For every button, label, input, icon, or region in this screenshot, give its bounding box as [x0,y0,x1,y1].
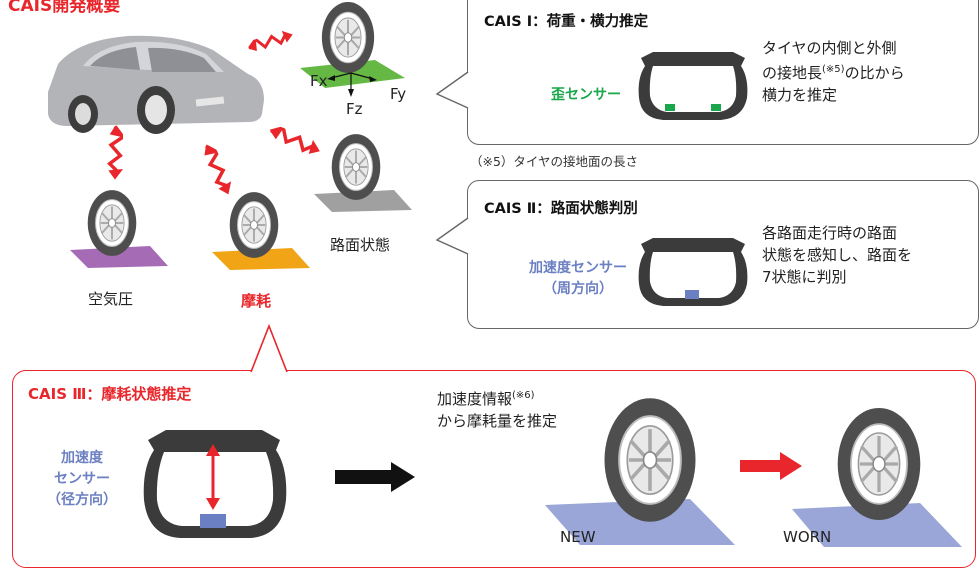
cais2-sensor-label: 加速度センサー （周方向） [518,258,638,300]
cais2-desc-line2: 状態を感知し、路面を [762,246,913,264]
cais3-info-text1: 加速度情報 [437,390,513,408]
cais1-desc-line2b: の比から [844,64,905,82]
cais2-tire-section [638,238,748,306]
cais2-desc-line1: 各路面走行時の路面 [762,224,898,242]
cais3-sensor-line1: 加速度 [61,450,103,466]
worn-label: WORN [783,528,832,546]
zigzag-arrow-air [107,125,123,181]
cais3-sensor-line3: （径方向） [47,492,117,508]
cais3-title: CAIS Ⅲ：摩耗状態推定 [28,385,192,403]
cais3-sensor-label: 加速度 センサー （径方向） [42,448,122,511]
wear-tire [212,191,310,270]
air-pressure-label: 空気圧 [88,290,134,308]
wear-label: 摩耗 [241,292,272,310]
cais2-pointer [435,217,470,255]
cais2-sensor-line1: 加速度センサー [529,260,627,276]
cais3-info-line1: 加速度情報(※6) [437,385,557,410]
cais1-description: タイヤの内側と外側 の接地長(※5)の比から 横力を推定 [762,37,905,106]
cais1-desc-line2a: の接地長 [762,64,823,82]
new-label: NEW [560,528,596,546]
air-pressure-tire [70,189,168,268]
cais3-tire-section [143,430,287,538]
cais1-title: CAIS Ⅰ：荷重・横力推定 [484,14,649,30]
cais2-sensor-line2: （周方向） [543,281,613,297]
cais2-desc-line3: 7状態に判別 [762,268,847,286]
page-title: CAIS開発概要 [8,0,121,16]
strain-sensor-label: 歪センサー [551,87,621,103]
new-tire [545,396,735,545]
wear-progress-arrow [740,452,802,480]
footnote-5: （※5）タイヤの接地面の長さ [470,154,639,169]
fx-label: Fx [310,72,328,90]
cais2-title: CAIS Ⅱ：路面状態判別 [484,201,638,217]
cais1-desc-line3: 横力を推定 [762,86,838,104]
cais2-description: 各路面走行時の路面 状態を感知し、路面を 7状態に判別 [762,222,912,288]
cais1-note-ref: (※5) [822,64,845,75]
cais3-sensor-line2: センサー [54,471,110,487]
cais1-tire-section [638,52,748,120]
car-illustration [48,35,264,134]
cais3-pointer [250,323,288,373]
cais1-pointer [435,71,470,109]
force-tire-group [300,1,405,97]
fz-label: Fz [346,100,363,118]
road-condition-label: 路面状態 [330,236,391,254]
cais1-desc-line2: の接地長(※5)の比から [762,59,905,84]
worn-tire [792,406,962,547]
road-condition-tire [314,133,412,212]
cais3-info: 加速度情報(※6) から摩耗量を推定 [437,385,557,432]
cais1-desc-line1: タイヤの内側と外側 [762,39,897,57]
zigzag-arrow-road [261,120,333,165]
fy-label: Fy [390,85,407,103]
cais3-info-ref: (※6) [512,390,535,401]
cais3-info-line2: から摩耗量を推定 [437,412,558,430]
process-arrow [335,462,415,492]
